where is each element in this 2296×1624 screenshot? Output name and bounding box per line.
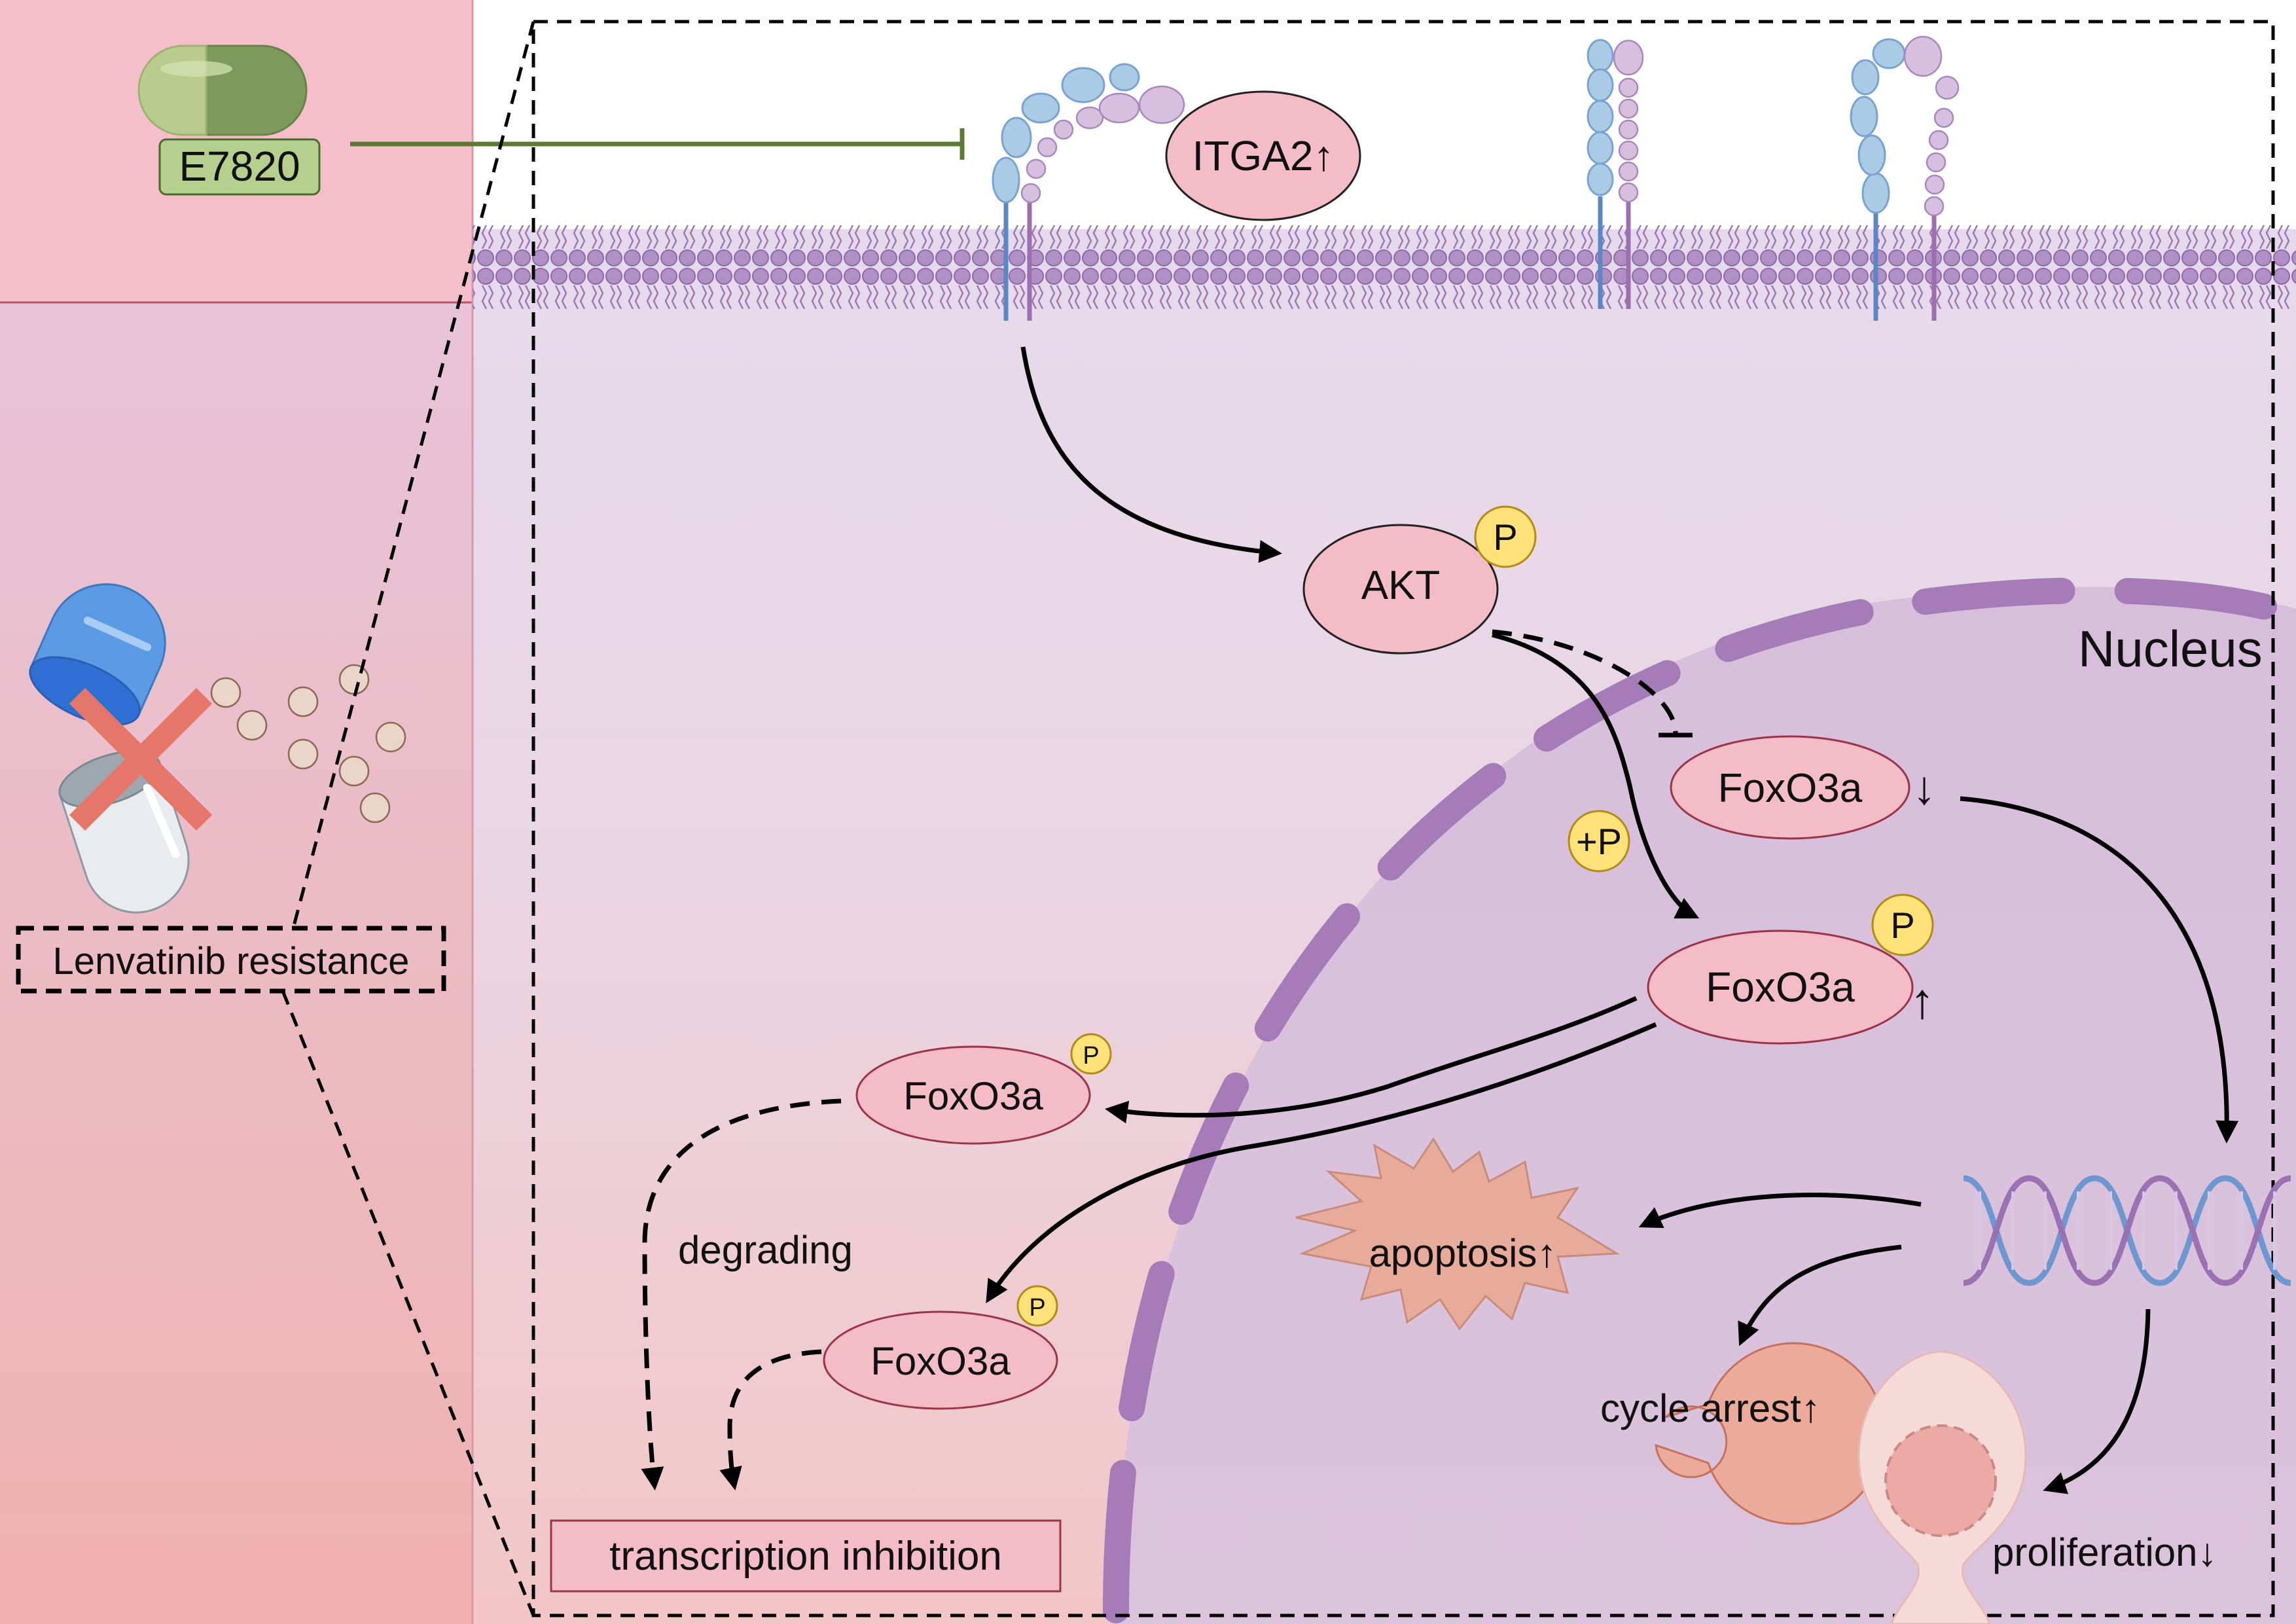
arrow-degrading-bottom — [719, 1349, 822, 1490]
nucleus: Nucleus — [1103, 577, 2296, 1624]
left-panel — [0, 302, 473, 1624]
pathway-arrows — [641, 346, 2239, 1494]
foxo3a-phospho-label: FoxO3a — [1706, 964, 1855, 1011]
arrow-foxo-to-dna — [1960, 796, 2239, 1144]
transcription-inhibition-label: transcription inhibition — [609, 1534, 1002, 1579]
zoom-window — [531, 20, 2275, 1617]
nucleus-body — [1113, 586, 2296, 1624]
zoom-frame — [281, 20, 2275, 1617]
foxo3a-cyto-top-p: P — [1083, 1042, 1099, 1070]
akt-label: AKT — [1361, 563, 1441, 608]
foxo3a-nuclear-node: FoxO3a ↓ — [1670, 735, 1936, 840]
foxo3a-cyto-bottom-p: P — [1029, 1294, 1045, 1322]
capsule-dark-half — [205, 45, 308, 136]
apoptosis-label: apoptosis↑ — [1369, 1231, 1557, 1275]
foxo3a-down-arrow: ↓ — [1912, 762, 1936, 814]
integrin-receptor-3 — [1850, 35, 1960, 321]
plus-p-label: +P — [1576, 821, 1622, 862]
foxo3a-nuclear-label: FoxO3a — [1718, 766, 1863, 811]
plus-p-badge: +P — [1568, 810, 1630, 873]
arrow-dna-to-apoptosis — [1638, 1193, 1922, 1229]
cell-membrane — [473, 220, 2296, 309]
foxo3a-cyto-top-node: FoxO3a P — [855, 1033, 1112, 1145]
extracellular-space — [473, 0, 2296, 229]
lenvatinib-resistance-box: Lenvatinib resistance — [16, 926, 446, 994]
lenvatinib-resistance-label: Lenvatinib resistance — [53, 940, 410, 983]
foxo3a-cyto-top-label: FoxO3a — [903, 1074, 1043, 1118]
akt-phospho-icon — [1474, 505, 1537, 568]
foxo3a-cyto-bottom-label: FoxO3a — [870, 1339, 1011, 1383]
arrow-degrading-top — [641, 1098, 842, 1490]
arrow-export-foxo-bottom — [986, 1022, 1657, 1303]
proliferation-label: proliferation↓ — [1992, 1530, 2217, 1574]
foxo3a-up-arrow: ↑ — [1910, 973, 1935, 1029]
arrow-export-foxo-top — [1105, 996, 1638, 1124]
akt-node: AKT P — [1302, 505, 1537, 655]
akt-phospho-label: P — [1493, 516, 1517, 558]
nuclear-envelope — [1103, 577, 2296, 1623]
transcription-inhibition-box: transcription inhibition — [550, 1519, 1062, 1593]
broken-lenvatinib-capsule — [29, 583, 406, 914]
foxo3a-phospho-icon — [1871, 893, 1934, 956]
integrin-receptor-1 — [992, 63, 1185, 321]
arrow-dna-to-cycle-arrest — [1738, 1244, 1902, 1346]
cycle-arrest-icon — [1655, 1342, 1885, 1525]
foxo3a-cyto-bottom-phospho-icon — [1016, 1285, 1058, 1327]
e7820-label: E7820 — [179, 143, 300, 190]
proliferation-node: proliferation↓ — [1857, 1350, 2217, 1624]
integrin-receptor-2 — [1587, 39, 1644, 309]
itga2-label: ITGA2↑ — [1193, 132, 1335, 179]
cycle-arrest-node: cycle arrest↑ — [1600, 1342, 1885, 1525]
foxo3a-phospho-node: FoxO3a P ↑ — [1647, 893, 1935, 1045]
cycle-arrest-label: cycle arrest↑ — [1600, 1386, 1821, 1430]
arrow-itga2-to-akt — [1020, 346, 1282, 563]
e7820-drug: E7820 — [137, 45, 321, 196]
nucleus-label: Nucleus — [2078, 620, 2263, 677]
foxo3a-cyto-top-phospho-icon — [1070, 1033, 1112, 1075]
foxo3a-phospho-p: P — [1890, 905, 1914, 946]
degrading-label: degrading — [678, 1228, 853, 1272]
itga2-node: ITGA2↑ — [1165, 90, 1361, 221]
apoptosis-node: apoptosis↑ — [1295, 1137, 1620, 1331]
arrow-dna-to-proliferation — [2043, 1308, 2151, 1494]
akt-inhibits-foxo — [1492, 629, 1678, 734]
e7820-tag — [158, 138, 321, 196]
arrow-akt-to-phospho-foxo — [1492, 632, 1700, 919]
dna-helix-icon — [1963, 1175, 2291, 1286]
foxo3a-cyto-bottom-node: FoxO3a P — [823, 1285, 1058, 1410]
